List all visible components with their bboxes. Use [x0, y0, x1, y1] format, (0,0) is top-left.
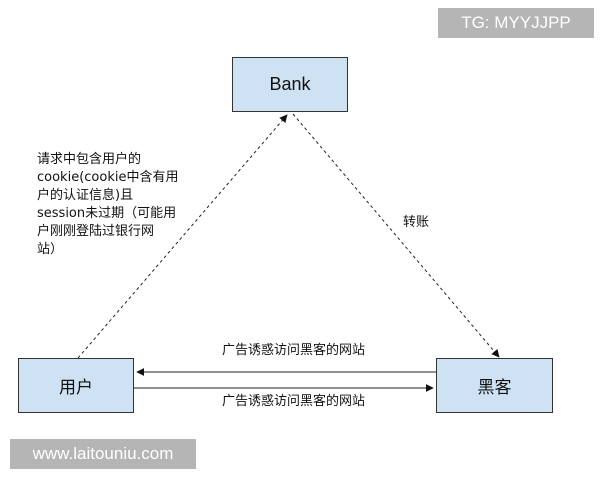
edge-label-ad-user-to-hacker: 广告诱惑访问黑客的网站	[222, 394, 366, 409]
edge-label-request-line: 请求中包含用户的	[37, 152, 142, 167]
watermark-top: TG: MYYJJPP	[438, 8, 594, 38]
edge-label-request-line: session未过期（可能用	[37, 206, 177, 221]
node-hacker: 黑客	[436, 358, 553, 413]
edge-label-request-line: 站）	[37, 242, 64, 257]
edge-label-request-line: cookie(cookie中含有用	[37, 170, 179, 185]
edge-label-request: 请求中包含用户的 cookie(cookie中含有用 户的认证信息)且 sess…	[37, 151, 178, 259]
edge-label-transfer: 转账	[403, 215, 430, 230]
edge-bank-to-hacker	[292, 113, 500, 358]
node-bank: Bank	[232, 57, 348, 112]
node-bank-label: Bank	[269, 74, 311, 94]
node-user-label: 用户	[59, 378, 93, 398]
watermark-bottom: www.laitouniu.com	[10, 439, 196, 469]
edge-label-ad-hacker-to-user: 广告诱惑访问黑客的网站	[222, 343, 366, 358]
edge-label-request-line: 户的认证信息)且	[37, 188, 134, 203]
node-hacker-label: 黑客	[477, 378, 512, 398]
edge-label-request-line: 户刚刚登陆过银行网	[37, 224, 155, 239]
node-user: 用户	[18, 358, 134, 413]
